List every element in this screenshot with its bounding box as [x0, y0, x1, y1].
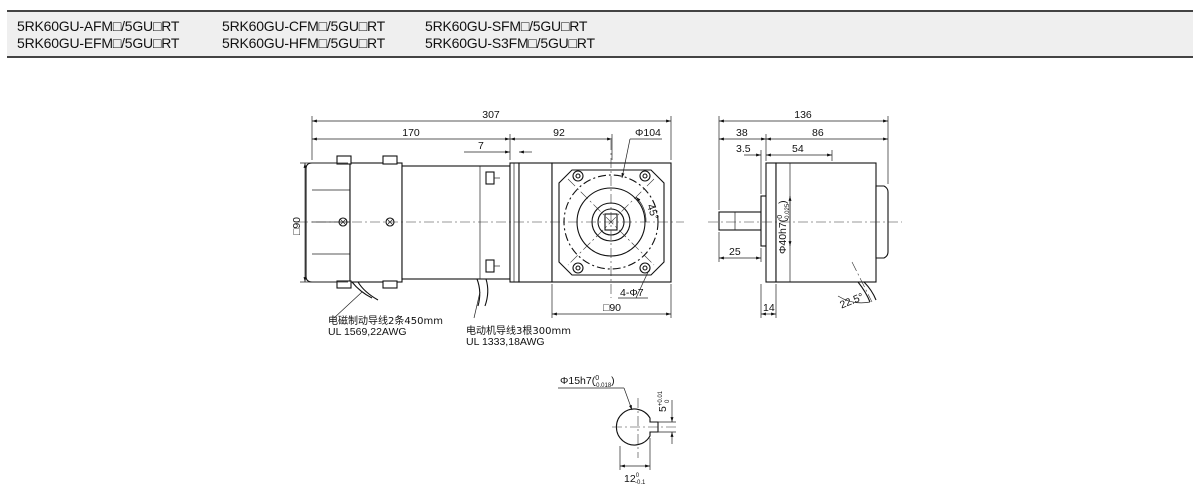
front-view: 45° 307 170 92 Φ104 7 □90	[291, 109, 684, 348]
model-code: 5RK60GU-HFM□/5GU□RT	[222, 35, 385, 51]
dim-38: 38	[736, 127, 748, 139]
dim-170: 170	[402, 127, 420, 139]
dim-136: 136	[794, 109, 812, 121]
side-view: 22.5° 136 38 86 3.5 54 25 14 Φ40h7(0-0.0…	[708, 109, 902, 318]
svg-text:5+0.010: 5+0.010	[657, 390, 671, 412]
motor-lead-label: 电动机导线3根300mm	[466, 324, 571, 337]
dim-14: 14	[763, 302, 775, 314]
pilot-diameter-label: Φ40h7(0-0.025)	[777, 200, 791, 254]
dim-7: 7	[478, 140, 484, 152]
model-code: 5RK60GU-SFM□/5GU□RT	[425, 18, 588, 34]
dim-86: 86	[812, 127, 824, 139]
model-list: 5RK60GU-AFM□/5GU□RT 5RK60GU-CFM□/5GU□RT …	[17, 18, 645, 52]
angle-22-label: 22.5°	[838, 291, 865, 311]
dim-phi104: Φ104	[635, 127, 661, 139]
model-code: 5RK60GU-CFM□/5GU□RT	[222, 18, 385, 34]
brake-lead-label: 电磁制动导线2条450mm	[328, 314, 443, 327]
model-code: 5RK60GU-AFM□/5GU□RT	[17, 18, 180, 34]
model-code: 5RK60GU-S3FM□/5GU□RT	[425, 35, 595, 51]
angle-45-label: 45°	[644, 203, 661, 222]
model-header: 5RK60GU-AFM□/5GU□RT 5RK60GU-CFM□/5GU□RT …	[7, 10, 1193, 58]
brake-lead-ul: UL 1569,22AWG	[328, 326, 407, 338]
shaft-diameter-label: Φ15h7(0-0.018)	[560, 375, 615, 389]
model-code: 5RK60GU-EFM□/5GU□RT	[17, 35, 180, 51]
dim-54: 54	[792, 143, 804, 155]
shaft-section: Φ15h7(0-0.018) 5+0.010 120-0.1	[558, 375, 676, 486]
shaft-height-label: 120-0.1	[624, 473, 646, 486]
dim-25: 25	[729, 246, 741, 258]
key-width-label: 5+0.010	[657, 390, 671, 412]
dim-307: 307	[482, 109, 500, 121]
dim-92: 92	[553, 127, 565, 139]
motor-lead-ul: UL 1333,18AWG	[466, 336, 545, 348]
dim-square90-left: □90	[291, 217, 303, 235]
svg-text:Φ40h7(0-0.025): Φ40h7(0-0.025)	[777, 200, 791, 254]
dim-holes: 4-Φ7	[620, 287, 644, 299]
dim-square90-bottom: □90	[603, 302, 621, 314]
dim-3-5: 3.5	[736, 143, 751, 155]
